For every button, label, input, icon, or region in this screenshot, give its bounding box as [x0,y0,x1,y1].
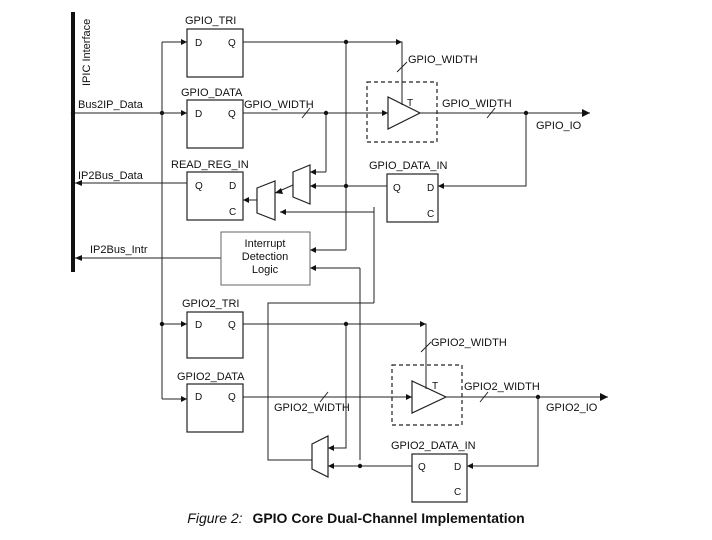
gpio2-width-label-t: GPIO2_WIDTH [431,337,507,349]
arrow-head [280,209,286,215]
pin-d: D [427,183,434,194]
arrow-head [582,109,590,117]
interrupt-line-3: Logic [252,264,279,276]
pin-d: D [195,320,202,331]
gpio-tri-label: GPIO_TRI [185,15,236,27]
gpio2-tri-register: D Q GPIO2_TRI [182,298,244,359]
interrupt-detection-logic-block: Interrupt Detection Logic [220,231,311,286]
bus-width-slash [319,391,329,403]
pin-q: Q [228,109,236,120]
pin-q: Q [228,320,236,331]
arrow-head [181,396,187,402]
multiplexer [292,164,311,205]
gpio-data-label: GPIO_DATA [181,87,243,99]
arrow-head [438,183,444,189]
figure-number: Figure 2: [187,510,243,526]
gpio-data-in-label: GPIO_DATA_IN [369,160,448,172]
bus2ip-data-label: Bus2IP_Data [78,99,144,111]
arrow-head [275,188,283,194]
pin-d: D [195,38,202,49]
pin-c: C [454,487,461,498]
arrow-head [181,110,187,116]
gpio2-io-label: GPIO2_IO [546,402,598,414]
read-reg-in-register: Q D C READ_REG_IN [171,159,249,221]
pin-q: Q [418,462,426,473]
tristate-buffer [411,380,448,414]
bus-width-slash [301,107,311,119]
gpio2-data-register: D Q GPIO2_DATA [177,371,245,433]
arrow-head [310,247,316,253]
gpio-block-diagram: IPIC Interface [70,12,608,503]
pin-d: D [195,109,202,120]
arrow-head [396,39,402,45]
tristate-boundary [391,364,463,426]
figure-title: GPIO Core Dual-Channel Implementation [252,510,525,526]
gpio-io-label: GPIO_IO [536,120,582,132]
gpio2-tri-label: GPIO2_TRI [182,298,239,310]
gpio-io-feedback-wire [438,113,527,187]
gpio2-data-in-label: GPIO2_DATA_IN [391,440,476,452]
bus-width-slash [486,107,496,119]
arrow-head [181,321,187,327]
pin-t: T [432,381,438,392]
arrow-head [328,445,334,451]
read-reg-in-label: READ_REG_IN [171,159,249,171]
gpio-data-register: D Q GPIO_DATA [181,87,244,149]
pin-t: T [407,98,413,109]
interrupt-line-1: Interrupt [245,238,286,250]
gpio-data-in-register: Q D C GPIO_DATA_IN [369,160,448,223]
multiplexer [256,180,276,221]
mux2-to-readreg-wire [280,207,375,213]
gpio2-width-label-data: GPIO2_WIDTH [274,402,350,414]
arrow-head [181,39,187,45]
pin-c: C [229,207,236,218]
pin-d: D [229,181,236,192]
arrow-head [406,394,412,400]
gpio2-tri-out-wire [243,323,427,366]
junction-dot [357,463,363,469]
arrow-head [75,180,82,186]
tristate-buffer [387,96,422,130]
gpio2-data-label: GPIO2_DATA [177,371,245,383]
arrow-head [75,255,82,261]
multiplexer [311,435,329,478]
arrow-head [420,321,426,327]
arrow-head [243,197,249,203]
gpio2-data-in-register: Q D C GPIO2_DATA_IN [391,440,476,503]
tri2-readback-wire [328,324,347,449]
arrow-head [600,393,608,401]
junction-dot [70,110,76,116]
arrow-head [382,110,388,116]
arrow-head [310,183,316,189]
pin-d: D [195,392,202,403]
bus-width-slash [420,341,432,353]
gpio-width-label-t: GPIO_WIDTH [408,54,478,66]
gpio2-width-label-io: GPIO2_WIDTH [464,381,540,393]
arrow-head [310,169,316,175]
pin-q: Q [195,181,203,192]
bus-width-slash [479,391,489,403]
ip2bus-data-label: IP2Bus_Data [78,170,144,182]
ip2bus-intr-label: IP2Bus_Intr [90,244,148,256]
ipic-interface-label: IPIC Interface [81,19,93,86]
arrow-head [467,463,473,469]
gpio2-io-feedback-wire [467,397,539,467]
pin-d: D [454,462,461,473]
pin-q: Q [228,392,236,403]
interrupt-line-2: Detection [242,251,288,263]
pin-q: Q [393,183,401,194]
pin-q: Q [228,38,236,49]
gpio-width-label-io: GPIO_WIDTH [442,98,512,110]
gpio-width-label-data: GPIO_WIDTH [244,99,314,111]
gpio-tri-out-wire [243,41,403,66]
ch2-readback-wire [267,302,374,461]
arrow-head [310,265,316,271]
gpio-tri-register: D Q GPIO_TRI [185,15,244,78]
junction-dot [159,321,165,327]
pin-c: C [427,209,434,220]
figure-caption: Figure 2: GPIO Core Dual-Channel Impleme… [0,510,712,526]
arrow-head [328,463,334,469]
